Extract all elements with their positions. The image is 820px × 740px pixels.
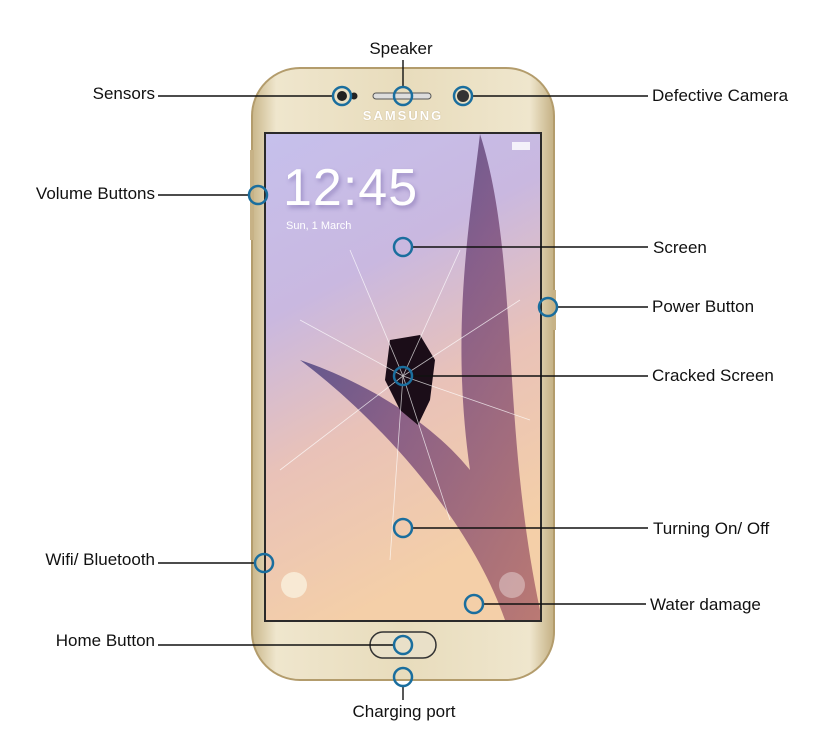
phone (250, 67, 556, 681)
cracked-marker (392, 365, 414, 387)
label-home-button: Home Button (55, 631, 155, 650)
brand-logo: SAMSUNG (362, 108, 444, 123)
crack-lines (279, 249, 531, 561)
label-turning-on-off: Turning On/ Off (653, 519, 770, 538)
status-icons (512, 142, 530, 150)
label-water-damage: Water damage (650, 595, 761, 614)
power-marker (537, 296, 559, 318)
home-marker (392, 634, 414, 656)
leader-lines (158, 60, 648, 700)
camera-marker (452, 85, 474, 107)
lockscreen-clock: 12:45 (283, 159, 419, 217)
screen-marker (392, 236, 414, 258)
label-screen: Screen (653, 238, 707, 257)
wifi-marker (253, 552, 275, 574)
label-cracked-screen: Cracked Screen (652, 366, 774, 385)
sensors-marker (331, 85, 353, 107)
label-sensors: Sensors (92, 84, 155, 103)
markers (247, 85, 559, 688)
water-marker (463, 593, 485, 615)
label-volume-buttons: Volume Buttons (35, 184, 155, 203)
label-charging-port: Charging port (352, 702, 456, 721)
speaker-marker (392, 85, 414, 107)
phone-app-icon (281, 572, 307, 598)
label-defective-camera: Defective Camera (652, 86, 789, 105)
label-wifi-bluetooth: Wifi/ Bluetooth (45, 550, 155, 569)
volume-marker (247, 184, 269, 206)
lockscreen-date: Sun, 1 March (286, 220, 352, 232)
label-speaker: Speaker (369, 39, 433, 58)
charging-marker (392, 666, 414, 688)
label-power-button: Power Button (652, 297, 755, 316)
camera-app-icon (499, 572, 525, 598)
turning-marker (392, 517, 414, 539)
